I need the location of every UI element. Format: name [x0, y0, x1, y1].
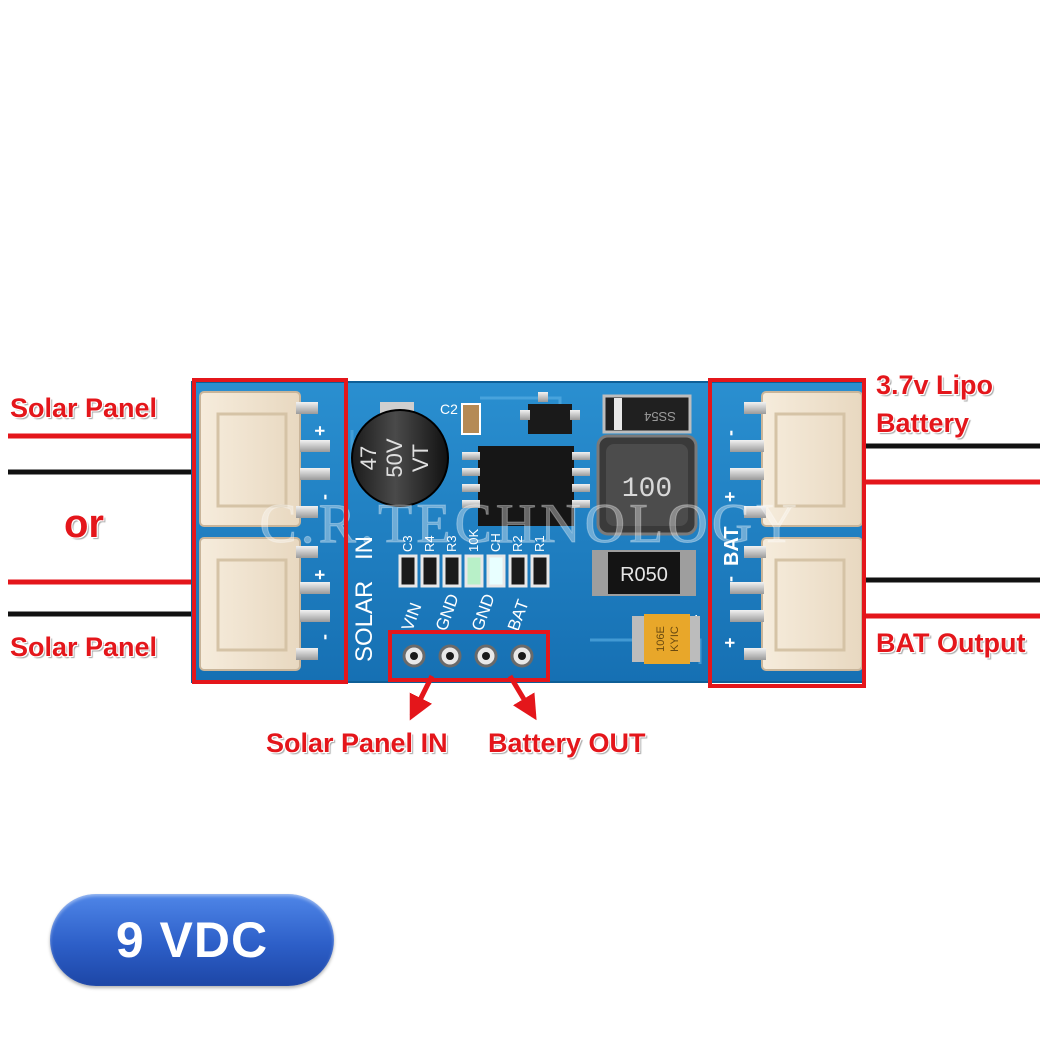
minus-mark-right-top: -	[720, 430, 740, 436]
left-connector-top	[199, 391, 330, 527]
label-solar-panel-top: Solar Panel	[10, 393, 158, 423]
tantalum-text-1: 106E	[655, 626, 667, 652]
c2-label: C2	[440, 401, 458, 417]
inductor: 100	[596, 434, 698, 536]
right-connector-top	[730, 391, 863, 527]
header-highlight-box	[388, 630, 550, 682]
label-lipo-line2: Battery	[876, 408, 970, 438]
shunt-text: R050	[620, 564, 668, 586]
plus-mark-right-top: +	[720, 491, 740, 502]
watermark: C.R.TECHNOLOGY	[259, 493, 800, 555]
schottky-diode: SS54	[602, 394, 692, 434]
plus-mark-left-top: +	[310, 425, 330, 436]
resistor-labels: C3 R4 R3 10K CH R2 R1	[400, 529, 547, 552]
res-label-r1: R1	[532, 535, 547, 552]
tantalum-capacitor: C4 106E KYIC	[632, 612, 700, 664]
in-silkscreen: IN	[351, 536, 378, 560]
res-label-r3: R3	[444, 535, 459, 552]
arrow-solar-panel-in	[409, 674, 435, 721]
diode-text: SS54	[644, 409, 676, 424]
res-label-r4: R4	[422, 535, 437, 552]
label-solar-panel-bottom: Solar Panel	[10, 632, 158, 662]
smd-resistor-row	[398, 554, 550, 588]
plus-mark-right-bottom: +	[720, 637, 740, 648]
right-connector-highlight-box	[708, 378, 866, 688]
label-solar-panel-in: Solar Panel IN	[266, 728, 448, 758]
minus-mark-left-top: -	[314, 494, 334, 500]
minus-mark-left-bottom: -	[314, 634, 334, 640]
left-connector-bottom	[199, 537, 330, 671]
voltage-badge-text: 9 VDC	[115, 912, 269, 968]
inductor-text: 100	[622, 474, 672, 505]
solar-silkscreen: SOLAR	[351, 581, 378, 662]
plus-mark-left-bottom: +	[310, 569, 330, 580]
ic-chip	[462, 446, 590, 526]
right-wires	[866, 443, 1040, 619]
left-wires	[8, 433, 196, 617]
res-label-ch: CH	[488, 533, 503, 552]
label-bat-output: BAT Output	[876, 628, 1026, 658]
tantalum-text-2: KYIC	[669, 626, 681, 652]
header-pins	[402, 644, 534, 668]
res-label-r2: R2	[510, 535, 525, 552]
voltage-badge: 9 VDC	[50, 894, 334, 986]
c2-capacitor	[461, 403, 481, 435]
sot-transistor	[520, 392, 580, 434]
cap-text-47: 47	[356, 446, 381, 470]
pcb-board: + - + - - + - + BAT SOLAR IN 47 50V VT C…	[191, 381, 865, 683]
electrolytic-capacitor: 47 50V VT	[351, 402, 449, 507]
label-battery-out: Battery OUT	[488, 728, 646, 758]
arrow-battery-out	[507, 674, 537, 721]
minus-mark-right-bottom: -	[720, 576, 740, 582]
left-connector-highlight-box	[192, 378, 348, 684]
cap-text-vt: VT	[408, 444, 433, 472]
cap-text-50v: 50V	[382, 438, 407, 477]
label-lipo-line1: 3.7v Lipo	[876, 370, 994, 400]
shunt-resistor: R050	[592, 550, 696, 596]
res-label-c3: C3	[400, 535, 415, 552]
res-label-10k: 10K	[466, 529, 481, 552]
bat-silkscreen: BAT	[721, 526, 743, 566]
label-or: or	[64, 502, 104, 546]
